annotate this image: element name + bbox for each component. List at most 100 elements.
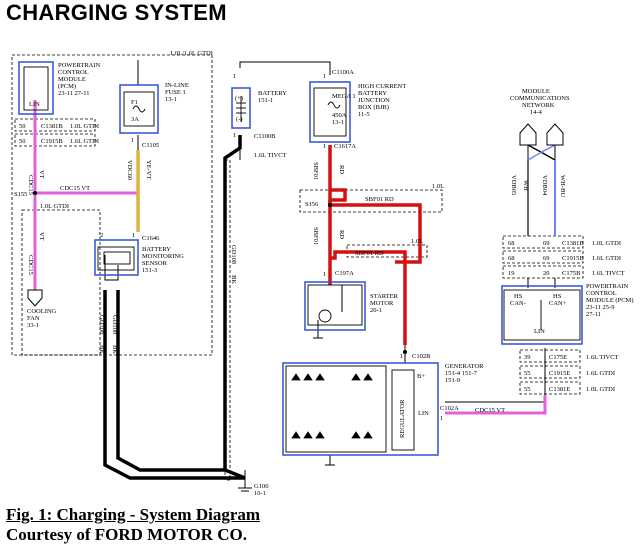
svg-text:VDB05: VDB05 [510, 175, 517, 195]
svg-text:55: 55 [524, 370, 531, 377]
svg-text:GD108: GD108 [230, 245, 237, 264]
splice-dots [33, 191, 407, 354]
diagram-labels: POWERTRAIN CONTROL MODULE (PCM) 23-11 27… [14, 50, 634, 497]
svg-text:B+: B+ [417, 373, 425, 380]
svg-text:GD108: GD108 [111, 315, 118, 334]
svg-text:1.6L GTDI: 1.6L GTDI [586, 370, 615, 377]
label-pcm-left: POWERTRAIN [58, 62, 101, 69]
svg-text:19: 19 [508, 270, 515, 277]
svg-text:1: 1 [400, 353, 403, 360]
rectifier-diodes [291, 373, 373, 439]
svg-text:3A: 3A [131, 116, 139, 123]
svg-text:SBF01: SBF01 [312, 227, 319, 245]
svg-text:13-1: 13-1 [165, 96, 177, 103]
svg-text:1: 1 [131, 137, 134, 144]
figure-caption: Fig. 1: Charging - System Diagram [6, 505, 261, 524]
svg-text:C1915B: C1915B [41, 138, 63, 145]
svg-text:RD: RD [338, 165, 345, 174]
svg-text:151-1: 151-1 [258, 97, 273, 104]
svg-text:C1381B: C1381B [562, 240, 584, 247]
svg-text:LIN: LIN [534, 328, 545, 335]
inline-fuse-box [119, 84, 159, 134]
battery-box [231, 87, 251, 129]
svg-text:1: 1 [323, 73, 326, 80]
pink-wires [33, 100, 547, 415]
svg-text:C1646: C1646 [142, 235, 160, 242]
svg-text:C1617A: C1617A [334, 143, 356, 150]
svg-text:VT: VT [38, 170, 45, 179]
svg-text:50: 50 [19, 123, 26, 130]
svg-text:151-3: 151-3 [142, 267, 157, 274]
svg-text:YE-VT: YE-VT [145, 160, 152, 180]
svg-text:(-): (-) [236, 116, 243, 123]
svg-text:CDC15: CDC15 [27, 255, 34, 275]
heavy-ground-wires [103, 135, 246, 480]
svg-text:VDC60: VDC60 [126, 160, 133, 180]
ground-icon [238, 337, 335, 492]
pcm-box-right [501, 285, 583, 345]
svg-text:CAN+: CAN+ [549, 300, 567, 307]
svg-text:55: 55 [524, 386, 531, 393]
generator-box [282, 362, 439, 456]
svg-text:MOTOR: MOTOR [370, 300, 394, 307]
svg-text:20: 20 [543, 270, 550, 277]
svg-text:C1100A: C1100A [332, 69, 354, 76]
svg-text:C102A: C102A [440, 405, 459, 412]
svg-text:69: 69 [543, 255, 550, 262]
svg-text:1: 1 [132, 232, 135, 239]
svg-text:C1100B: C1100B [254, 133, 276, 140]
svg-text:1.0L: 1.0L [432, 183, 444, 190]
svg-text:C197A: C197A [335, 270, 354, 277]
bjb-box [309, 81, 351, 143]
svg-text:68: 68 [508, 255, 515, 262]
svg-text:HS: HS [553, 293, 562, 300]
svg-text:SENSOR: SENSOR [142, 260, 168, 267]
svg-text:23-11 27-11: 23-11 27-11 [58, 90, 89, 97]
svg-text:HIGH CURRENT: HIGH CURRENT [358, 83, 406, 90]
svg-text:1.6L GTDI: 1.6L GTDI [70, 138, 99, 145]
page-title: CHARGING SYSTEM [6, 0, 227, 25]
svg-text:50: 50 [19, 138, 26, 145]
svg-text:COOLING: COOLING [27, 308, 57, 315]
svg-text:1.6L TIVCT: 1.6L TIVCT [592, 270, 625, 277]
svg-text:27-11: 27-11 [586, 311, 601, 318]
svg-text:1.0L GTDI: 1.0L GTDI [40, 203, 69, 210]
network-connector-icon [519, 123, 564, 146]
svg-text:JUNCTION: JUNCTION [358, 97, 390, 104]
svg-text:33-1: 33-1 [27, 322, 39, 329]
svg-text:WH-BU: WH-BU [559, 175, 566, 197]
svg-text:CDC15 VT: CDC15 VT [60, 185, 90, 192]
svg-text:1: 1 [323, 271, 326, 278]
svg-text:MEGA 1: MEGA 1 [332, 93, 356, 100]
svg-text:1.0L GTDI: 1.0L GTDI [592, 240, 621, 247]
svg-text:1.6L: 1.6L [411, 238, 423, 245]
svg-text:BK: BK [98, 345, 105, 354]
svg-text:151-4 151-7: 151-4 151-7 [445, 370, 478, 377]
cooling-fan-icon [27, 289, 43, 307]
svg-text:C175B: C175B [562, 270, 581, 277]
svg-text:10-1: 10-1 [254, 490, 266, 497]
svg-text:MODULE: MODULE [522, 88, 550, 95]
svg-text:CONTROL: CONTROL [58, 69, 89, 76]
svg-text:CAN-: CAN- [510, 300, 526, 307]
svg-text:11-5: 11-5 [358, 111, 370, 118]
svg-text:MODULE (PCM): MODULE (PCM) [586, 297, 634, 304]
svg-text:(PCM): (PCM) [58, 83, 76, 90]
svg-text:68: 68 [508, 240, 515, 247]
svg-text:1: 1 [233, 132, 236, 139]
svg-text:C102B: C102B [412, 353, 431, 360]
svg-text:BK: BK [111, 345, 118, 354]
svg-text:2: 2 [100, 232, 103, 239]
svg-text:1: 1 [323, 143, 326, 150]
svg-text:1.0L GTDI: 1.0L GTDI [70, 123, 99, 130]
svg-text:SBF01 RD: SBF01 RD [365, 196, 394, 203]
svg-text:1.0L GTDI: 1.0L GTDI [586, 386, 615, 393]
svg-text:1.0L/1.6L GTDI: 1.0L/1.6L GTDI [170, 50, 213, 57]
svg-text:C1915B: C1915B [562, 255, 584, 262]
svg-text:NETWORK: NETWORK [522, 102, 555, 109]
svg-text:151-9: 151-9 [445, 377, 460, 384]
svg-text:(+): (+) [235, 95, 243, 102]
svg-text:69: 69 [543, 240, 550, 247]
svg-text:REGULATOR: REGULATOR [399, 399, 406, 438]
svg-text:VDB04: VDB04 [541, 175, 548, 196]
